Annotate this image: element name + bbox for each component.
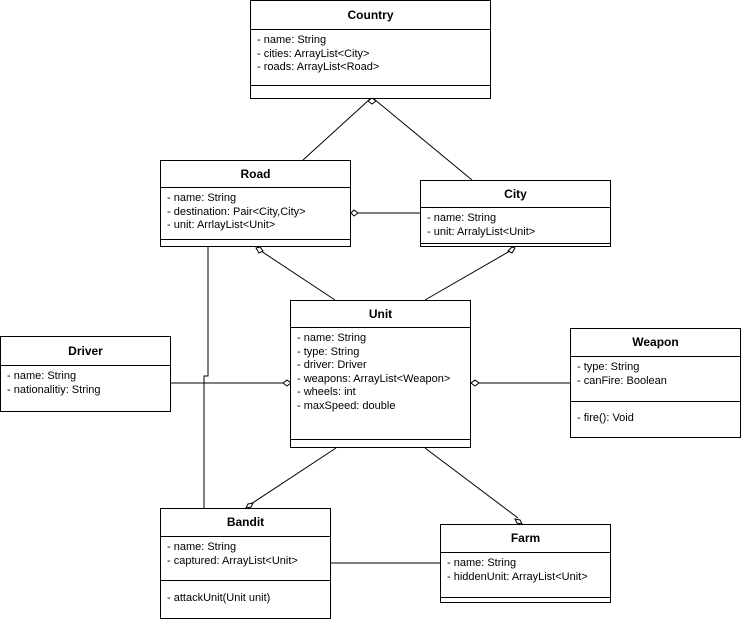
class-driver[interactable]: Driver - name: String- nationalitiy: Str… bbox=[0, 336, 171, 412]
road-city-diamond bbox=[350, 209, 359, 217]
class-attribute: - name: String bbox=[167, 192, 237, 204]
methods-section bbox=[291, 439, 470, 447]
class-attribute: - name: String bbox=[167, 541, 237, 553]
country-aggregation-diamond bbox=[367, 97, 377, 105]
class-country[interactable]: Country - name: String- cities: ArrayLis… bbox=[250, 0, 491, 99]
methods-section: - fire(): Void bbox=[571, 401, 740, 437]
class-attribute: - type: String bbox=[297, 345, 360, 358]
attributes-section: - name: String- cities: ArrayList<City>-… bbox=[251, 29, 490, 85]
class-attribute: - canFire: Boolean bbox=[577, 374, 667, 387]
city-unit-diamond bbox=[507, 246, 516, 254]
methods-section bbox=[441, 597, 610, 602]
attributes-section: - type: String- canFire: Boolean bbox=[571, 356, 740, 401]
class-attribute: - name: String bbox=[427, 212, 497, 224]
class-attribute: - name: String bbox=[257, 34, 327, 46]
class-name: Farm bbox=[510, 531, 541, 545]
class-road[interactable]: Road - name: String- destination: Pair<C… bbox=[160, 160, 351, 247]
road-unit-diamond bbox=[255, 246, 264, 254]
class-attribute: - wheels: int bbox=[297, 386, 356, 398]
class-attribute: - driver: Driver bbox=[297, 359, 367, 371]
class-attribute: - roads: ArrayList<Road> bbox=[257, 61, 380, 73]
class-attribute: - nationalitiy: String bbox=[7, 383, 101, 396]
class-attribute: - cities: ArrayList<City> bbox=[257, 47, 370, 60]
class-attribute: - destination: Pair<City,City> bbox=[167, 205, 306, 218]
class-attribute: - captured: ArrayList<Unit> bbox=[167, 554, 298, 567]
class-method: - fire(): Void bbox=[577, 412, 634, 424]
unit-farm-diamond bbox=[514, 518, 523, 525]
methods-section bbox=[161, 239, 350, 246]
attributes-section: - name: String- nationalitiy: String bbox=[1, 365, 170, 411]
connector-road-unit bbox=[260, 250, 336, 301]
attributes-section: - name: String- hiddenUnit: ArrayList<Un… bbox=[441, 552, 610, 597]
unit-weapon-diamond bbox=[470, 379, 480, 387]
class-attribute: - weapons: ArrayList<Weapon> bbox=[297, 372, 451, 385]
methods-section bbox=[421, 243, 610, 248]
class-attribute: - name: String bbox=[447, 557, 517, 569]
class-name: Unit bbox=[368, 307, 393, 321]
attributes-section: - name: String- type: String- driver: Dr… bbox=[291, 327, 470, 439]
class-attribute: - name: String bbox=[7, 370, 77, 382]
connector-unit-farm bbox=[424, 447, 519, 519]
class-attribute: - hiddenUnit: ArrayList<Unit> bbox=[447, 570, 588, 583]
attributes-section: - name: String- captured: ArrayList<Unit… bbox=[161, 536, 330, 580]
class-city[interactable]: City - name: String- unit: ArralyList<Un… bbox=[420, 180, 611, 247]
class-bandit[interactable]: Bandit - name: String- captured: ArrayLi… bbox=[160, 508, 331, 619]
class-name: Driver bbox=[68, 344, 103, 358]
class-weapon[interactable]: Weapon - type: String- canFire: Boolean … bbox=[570, 328, 741, 438]
class-name: Bandit bbox=[226, 515, 265, 529]
methods-section bbox=[251, 85, 490, 98]
class-name: City bbox=[504, 187, 527, 201]
class-name: Road bbox=[240, 167, 271, 181]
connector-city-unit bbox=[424, 250, 511, 301]
class-name: Weapon bbox=[632, 335, 679, 349]
attributes-section: - name: String- destination: Pair<City,C… bbox=[161, 187, 350, 239]
attributes-section: - name: String- unit: ArralyList<Unit> bbox=[421, 207, 610, 243]
class-attribute: - unit: ArralyList<Unit> bbox=[427, 225, 536, 238]
connector-road-bandit bbox=[203, 247, 209, 508]
class-attribute: - type: String bbox=[577, 361, 640, 373]
class-attribute: - name: String bbox=[297, 332, 367, 344]
class-method: - attackUnit(Unit unit) bbox=[167, 592, 271, 604]
class-attribute: - unit: ArrlayList<Unit> bbox=[167, 219, 276, 231]
unit-bandit-diamond bbox=[245, 502, 254, 509]
class-unit[interactable]: Unit - name: String- type: String- drive… bbox=[290, 300, 471, 448]
connector-country-road bbox=[302, 98, 371, 161]
methods-section: - attackUnit(Unit unit) bbox=[161, 580, 330, 618]
class-attribute: - maxSpeed: double bbox=[297, 399, 396, 412]
class-name: Country bbox=[347, 8, 394, 22]
connector-country-city bbox=[373, 98, 473, 181]
class-farm[interactable]: Farm - name: String- hiddenUnit: ArrayLi… bbox=[440, 524, 611, 603]
connector-unit-bandit bbox=[250, 447, 337, 505]
